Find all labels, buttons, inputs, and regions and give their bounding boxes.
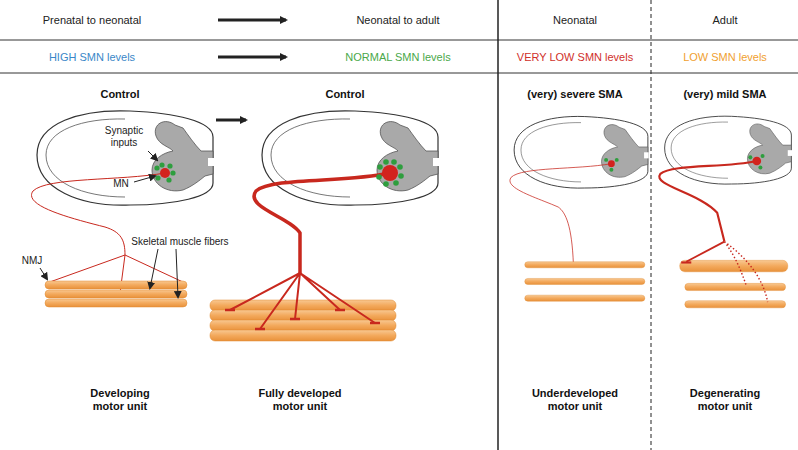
period-label: Adult (712, 14, 737, 27)
panel-title: (very) mild SMA (683, 88, 766, 101)
period-label: Prenatal to neonatal (43, 14, 141, 27)
smn-level-label: HIGH SMN levels (49, 51, 135, 64)
smn-level-label: NORMAL SMN levels (345, 51, 450, 64)
callout-label: Skeletal muscle fibers (131, 236, 228, 248)
motor-unit-label: Degenerating motor unit (675, 387, 775, 413)
smn-level-label: VERY LOW SMN levels (517, 51, 633, 64)
panel-title: Control (325, 88, 364, 101)
motor-unit-label: Underdeveloped motor unit (520, 387, 630, 413)
smn-level-label: LOW SMN levels (683, 51, 767, 64)
callout-label: MN (113, 178, 129, 190)
period-label: Neonatal to adult (356, 14, 439, 27)
callout-label: Synaptic inputs (95, 125, 153, 149)
callout-label: NMJ (22, 255, 43, 267)
panel-title: (very) severe SMA (527, 88, 622, 101)
motor-unit-label: Fully developed motor unit (245, 387, 355, 413)
motor-unit-label: Developing motor unit (75, 387, 165, 413)
panel-title: Control (100, 88, 139, 101)
period-label: Neonatal (553, 14, 597, 27)
